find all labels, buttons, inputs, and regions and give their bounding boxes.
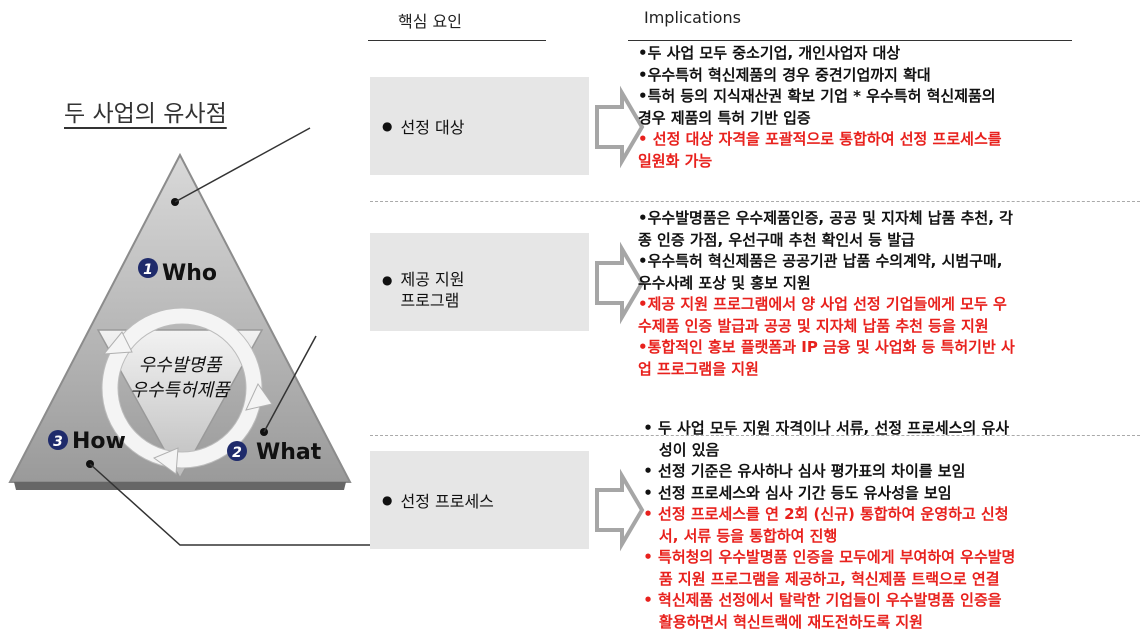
cycle-ring [102,308,262,468]
what-number: 2 [232,445,242,461]
implication-line: •우수발명품은 우수제품인증, 공공 및 지자체 납품 추천, 각 [638,209,1013,227]
implication-line: • 두 사업 모두 지원 자격이나 서류, 선정 프로세스의 유사 [638,419,1010,437]
who-number-icon [138,258,158,278]
implication-line: • 선정 기준은 유사하나 심사 평가표의 차이를 보임 [638,462,966,480]
implication-line-highlight: • 혁신제품 선정에서 탈락한 기업들이 우수발명품 인증을 [638,591,1002,609]
factor-box-selection-target: ● 선정 대상 [370,77,589,175]
arrow-icon-3 [595,468,645,552]
arrow-icon-1 [595,85,645,169]
implication-line: 종 인증 가점, 우선구매 추천 확인서 등 발급 [638,230,915,249]
implications-header-underline [628,40,1072,41]
implication-line-highlight: 일원화 가능 [638,151,713,170]
implication-line-highlight: • 특허청의 우수발명품 인증을 모두에게 부여하여 우수발명 [638,548,1016,566]
implication-line-highlight: 활용하면서 혁신트랙에 재도전하도록 지원 [638,612,923,631]
arrow-icon-2 [595,241,645,325]
triangle-shadow [14,482,346,490]
what-connector-line [263,335,317,433]
implication-line: 성이 있음 [638,440,720,459]
factor-box-selection-process: ● 선정 프로세스 [370,451,589,549]
cycle-ring-edge [101,307,263,469]
implication-line-highlight: •통합적인 홍보 플랫폼과 IP 금융 및 사업화 등 특허기반 사 [638,338,1015,356]
cycle-ring-inner-edge [117,323,247,453]
inner-triangle [96,329,264,480]
factor-header-underline [368,40,546,41]
cycle-arrowhead-right [245,383,273,411]
implication-line-highlight: 업 프로그램을 지원 [638,359,759,378]
implications-column-header: Implications [644,8,741,27]
how-number: 3 [53,434,63,450]
implication-line: •두 사업 모두 중소기업, 개인사업자 대상 [638,44,901,62]
factor-label: 선정 대상 [400,118,465,137]
implication-line-highlight: •제공 지원 프로그램에서 양 사업 선정 기업들에게 모두 우 [638,295,1007,313]
diagram-title: 두 사업의 유사점 [64,101,227,127]
how-label: How [72,429,126,454]
row-divider [370,201,1140,202]
cycle-arrowhead-top [102,331,133,355]
row-divider [370,435,1140,436]
cycle-arrowhead-bottom [152,447,179,475]
center-text-line1: 우수발명품 [139,355,223,376]
what-number-icon [227,441,247,461]
factor-label-line1: 제공 지원 [400,270,465,289]
implication-line: •우수특허 혁신제품은 공공기관 납품 수의계약, 시범구매, [638,252,1003,270]
implication-line: • 선정 프로세스와 심사 기간 등도 유사성을 보임 [638,483,952,502]
implication-line: 우수사례 포상 및 홍보 지원 [638,273,811,292]
factor-label: 선정 프로세스 [400,492,494,511]
implication-line-highlight: 품 지원 프로그램을 제공하고, 혁신제품 트랙으로 연결 [638,569,1000,588]
implication-line-highlight: • 선정 프로세스를 연 2회 (신규) 통합하여 운영하고 신청 [638,505,1009,523]
factor-label-line2: 프로그램 [400,291,460,310]
bullet-icon: ● [382,119,393,133]
implication-line-highlight: 수제품 인증 발급과 공공 및 지자체 납품 추천 등을 지원 [638,316,989,335]
implication-line-highlight: • 선정 대상 자격을 포괄적으로 통합하여 선정 프로세스를 [638,130,1002,148]
bullet-icon: ● [382,273,393,287]
what-label: What [256,440,322,465]
how-number-icon [48,430,68,450]
how-connector-line [89,463,372,546]
implication-line: •특허 등의 지식재산권 확보 기업 * 우수특허 혁신제품의 [638,87,996,105]
implications-selection-target: •두 사업 모두 중소기업, 개인사업자 대상 •우수특허 혁신제품의 경우 중… [638,43,1138,172]
implication-line: 경우 제품의 특허 기반 입증 [638,108,811,127]
factor-column-header: 핵심 요인 [398,12,462,31]
who-number: 1 [143,262,153,278]
center-text-line2: 우수특허제품 [130,380,231,401]
bullet-icon: ● [382,493,393,507]
factor-label: 제공 지원 프로그램 [400,269,464,311]
implications-selection-process: • 두 사업 모두 지원 자격이나 서류, 선정 프로세스의 유사 성이 있음 … [638,418,1138,633]
who-label: Who [162,261,217,286]
who-connector-line [174,127,311,203]
implication-line-highlight: 서, 서류 등을 통합하여 진행 [638,526,838,545]
factor-box-support-program: ● 제공 지원 프로그램 [370,233,589,331]
implications-support-program: •우수발명품은 우수제품인증, 공공 및 지자체 납품 추천, 각 종 인증 가… [638,208,1138,380]
implication-line: •우수특허 혁신제품의 경우 중견기업까지 확대 [638,65,931,84]
